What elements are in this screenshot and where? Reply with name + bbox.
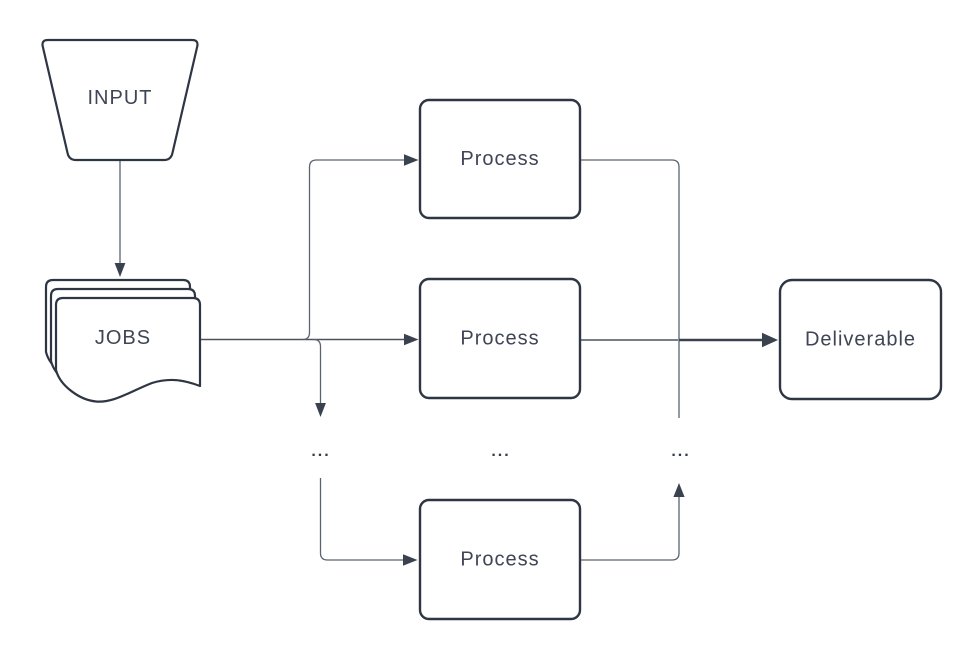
arrowhead-merge-to-deliverable bbox=[762, 332, 778, 348]
node-deliverable-label: Deliverable bbox=[805, 329, 916, 351]
node-input-trapezoid bbox=[41, 38, 199, 162]
arrowhead-jobs-to-process-top bbox=[404, 154, 419, 166]
arrowhead-process-bottom-to-merge bbox=[673, 483, 685, 497]
node-process-top bbox=[418, 98, 582, 220]
node-process-bottom bbox=[418, 498, 582, 621]
node-process-middle bbox=[418, 277, 582, 400]
edge-ellipsis-to-process-bottom bbox=[319, 478, 403, 561]
node-input-label: INPUT bbox=[88, 87, 153, 109]
arrowhead-jobs-to-ellipsis bbox=[315, 403, 326, 417]
arrowhead-ellipsis-to-process-bottom bbox=[403, 554, 418, 566]
ellipsis-center: ... bbox=[491, 443, 510, 460]
node-jobs-sheet-front bbox=[54, 296, 202, 403]
edge-process-top-to-merge bbox=[580, 159, 680, 418]
node-jobs-label: JOBS bbox=[95, 327, 151, 349]
edge-jobs-to-process-top bbox=[302, 159, 404, 341]
ellipsis-left: ... bbox=[311, 443, 330, 460]
node-process-bottom-label: Process bbox=[460, 549, 539, 571]
node-process-middle-label: Process bbox=[460, 328, 539, 350]
edge-jobs-to-ellipsis bbox=[313, 338, 322, 403]
ellipsis-right: ... bbox=[671, 443, 690, 460]
node-deliverable bbox=[778, 278, 943, 401]
arrowhead-jobs-to-process-middle bbox=[404, 333, 419, 346]
edge-process-bottom-to-merge bbox=[580, 497, 680, 561]
node-process-top-label: Process bbox=[460, 148, 539, 170]
arrowhead-input-to-jobs bbox=[114, 263, 126, 277]
